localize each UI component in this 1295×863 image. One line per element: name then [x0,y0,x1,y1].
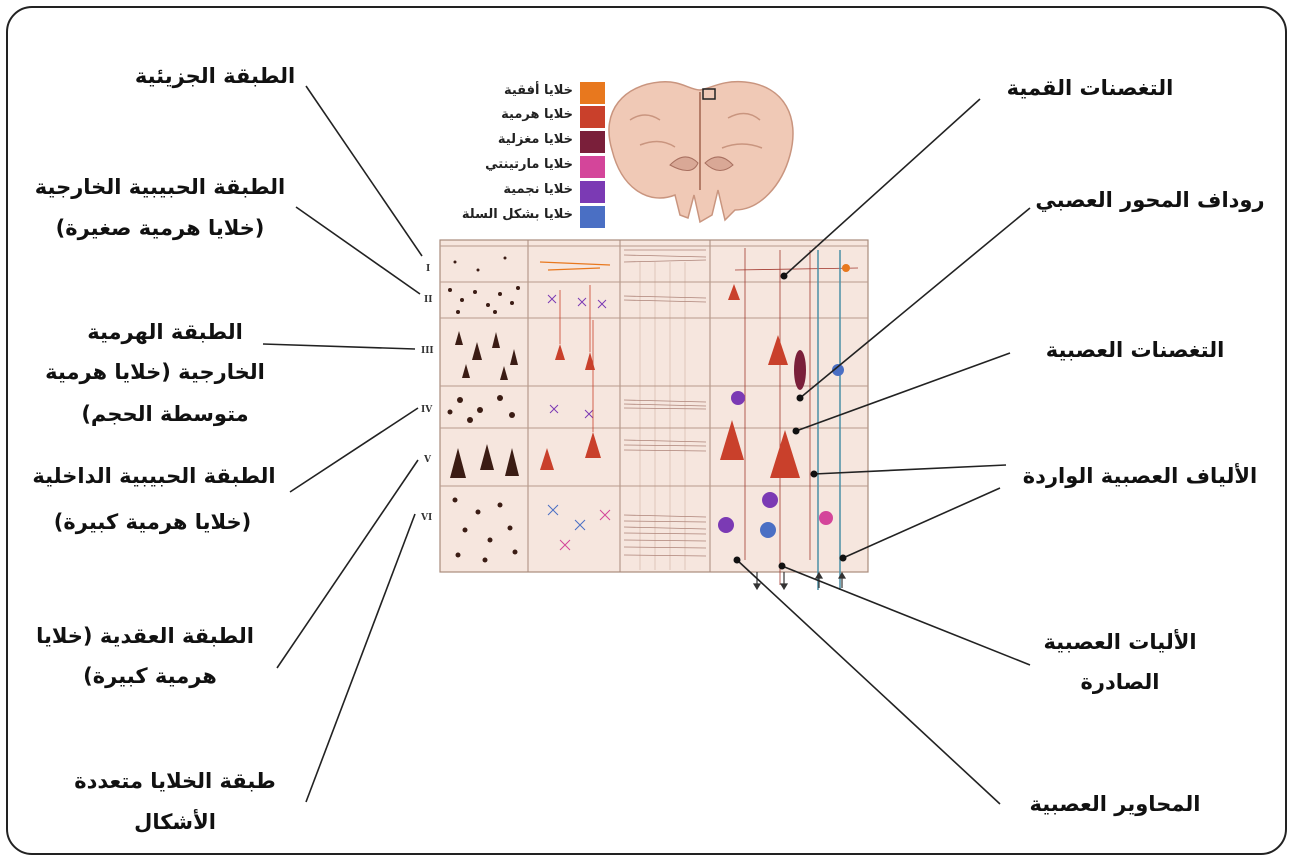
legend-swatch [580,181,605,203]
label-afferent-fibers: الألياف العصبية الواردة [1000,460,1280,493]
legend-label: خلايا هرمية [501,107,573,122]
label-external-granular-layer: الطبقة الحبيبية الخارجية [10,171,310,204]
layer-numerals: I II III IV V VI [420,264,434,523]
legend-label: خلايا مغزلية [498,132,573,147]
legend-item-horizontal: خلايا أفقية [430,82,605,104]
numeral-4: IV [421,405,433,415]
label-multiform-layer: طبقة الخلايا متعددة [40,765,310,798]
label-multiform-note: الأشكال [100,806,250,839]
brain-section [609,82,793,222]
legend-label: خلايا نجمية [503,182,573,197]
legend-label: خلايا أفقية [504,83,573,98]
label-apical-dendrites: التغصنات القمية [975,72,1205,105]
legend-swatch [580,82,605,104]
legend-label: خلايا مارتينتي [485,157,573,172]
legend-swatch [580,106,605,128]
cortex-panel [440,240,868,590]
legend-item-pyramidal: خلايا هرمية [430,106,605,128]
label-internal-granular-layer: الطبقة الحبيبية الداخلية [4,460,304,493]
legend-item-fusiform: خلايا مغزلية [430,131,605,153]
label-external-granular-note: (خلايا هرمية صغيرة) [10,212,310,245]
legend-swatch [580,156,605,178]
numeral-5: V [423,455,432,465]
label-external-pyramidal-layer: الطبقة الهرمية [40,316,290,349]
label-ganglionic-layer: الطبقة العقدية (خلايا [10,620,280,653]
label-ganglionic-note: هرمية كبيرة) [40,660,260,693]
numeral-1: I [426,264,430,274]
legend-label: خلايا بشكل السلة [462,207,573,222]
label-dendrites: التغصنات العصبية [1010,334,1260,367]
legend-item-basket: خلايا بشكل السلة [430,206,605,228]
label-axons: المحاوير العصبية [1000,788,1230,821]
legend-swatch [580,206,605,228]
label-internal-granular-note: (خلايا هرمية كبيرة) [10,506,295,539]
legend-item-stellate: خلايا نجمية [430,181,605,203]
label-efferent-fibers-2: الصادرة [1020,666,1220,699]
label-efferent-fibers: الأليات العصبية [1020,626,1220,659]
label-molecular-layer: الطبقة الجزيئية [110,60,320,93]
label-axon-collaterals: روداف المحور العصبي [1020,184,1280,217]
label-external-pyramidal-note-1: الخارجية (خلايا هرمية [20,356,290,389]
numeral-6: VI [420,513,432,523]
legend-swatch [580,131,605,153]
legend-item-martinotti: خلايا مارتينتي [430,156,605,178]
label-external-pyramidal-note-2: متوسطة الحجم) [40,398,290,431]
numeral-2: II [424,295,432,305]
numeral-3: III [421,346,434,356]
